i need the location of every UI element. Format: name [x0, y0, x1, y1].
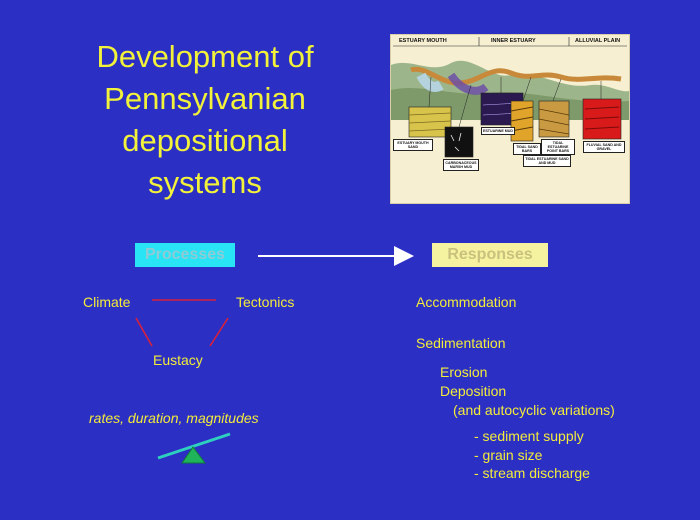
- climate-label: Climate: [83, 294, 131, 310]
- seesaw-beam: [157, 432, 231, 460]
- estuary-illustration: [391, 37, 629, 158]
- title-line-3: depositional: [122, 123, 288, 158]
- stream-discharge-item: - stream discharge: [474, 465, 590, 481]
- figure-header-estuary-mouth: ESTUARY MOUTH: [399, 38, 447, 44]
- seesaw-pivot: [181, 446, 206, 464]
- tectonics-eustacy-link: [209, 317, 229, 347]
- responses-box: Responses: [432, 243, 548, 267]
- deposition-label: Deposition: [440, 383, 507, 399]
- rates-duration-magnitudes-label: rates, duration, magnitudes: [89, 410, 259, 426]
- figure-header-alluvial-plain: ALLUVIAL PLAIN: [575, 38, 621, 44]
- figure-label-estuary-mouth-sand: ESTUARY MOUTH SAND: [393, 139, 433, 151]
- erosion-label: Erosion: [440, 364, 488, 380]
- title-line-2: Pennsylvanian: [104, 81, 306, 116]
- tectonics-label: Tectonics: [236, 294, 295, 310]
- sediment-supply-item: - sediment supply: [474, 428, 584, 444]
- estuary-depositional-figure: ESTUARY MOUTH INNER ESTUARY ALLUVIAL PLA…: [390, 34, 630, 204]
- figure-label-tidal-estuarine-sand-mud: TIDAL ESTUARINE SAND AND MUD: [523, 155, 571, 167]
- figure-label-fluvial-sand-gravel: FLUVIAL SAND AND GRAVEL: [583, 141, 625, 153]
- sedimentation-label: Sedimentation: [416, 335, 506, 351]
- accommodation-label: Accommodation: [416, 294, 517, 310]
- figure-label-tidal-estuarine-point-bars: TIDAL ESTUARINE POINT BARS: [541, 139, 575, 155]
- title-line-1: Development of: [96, 39, 314, 74]
- autocyclic-variations-label: (and autocyclic variations): [453, 402, 615, 418]
- climate-eustacy-link: [135, 317, 153, 347]
- figure-header-inner-estuary: INNER ESTUARY: [491, 38, 536, 44]
- title-line-4: systems: [148, 165, 262, 200]
- figure-label-carbonaceous-marsh-mud: CARBONACEOUS MARSH MUD: [443, 159, 479, 171]
- figure-label-tidal-sand-bars: TIDAL SAND BARS: [513, 143, 541, 155]
- figure-label-estuarine-mud: ESTUARINE MUD: [481, 127, 515, 135]
- grain-size-item: - grain size: [474, 447, 543, 463]
- eustacy-label: Eustacy: [153, 352, 203, 368]
- processes-box: Processes: [135, 243, 235, 267]
- slide-title: Development of Pennsylvanian depositiona…: [70, 36, 340, 204]
